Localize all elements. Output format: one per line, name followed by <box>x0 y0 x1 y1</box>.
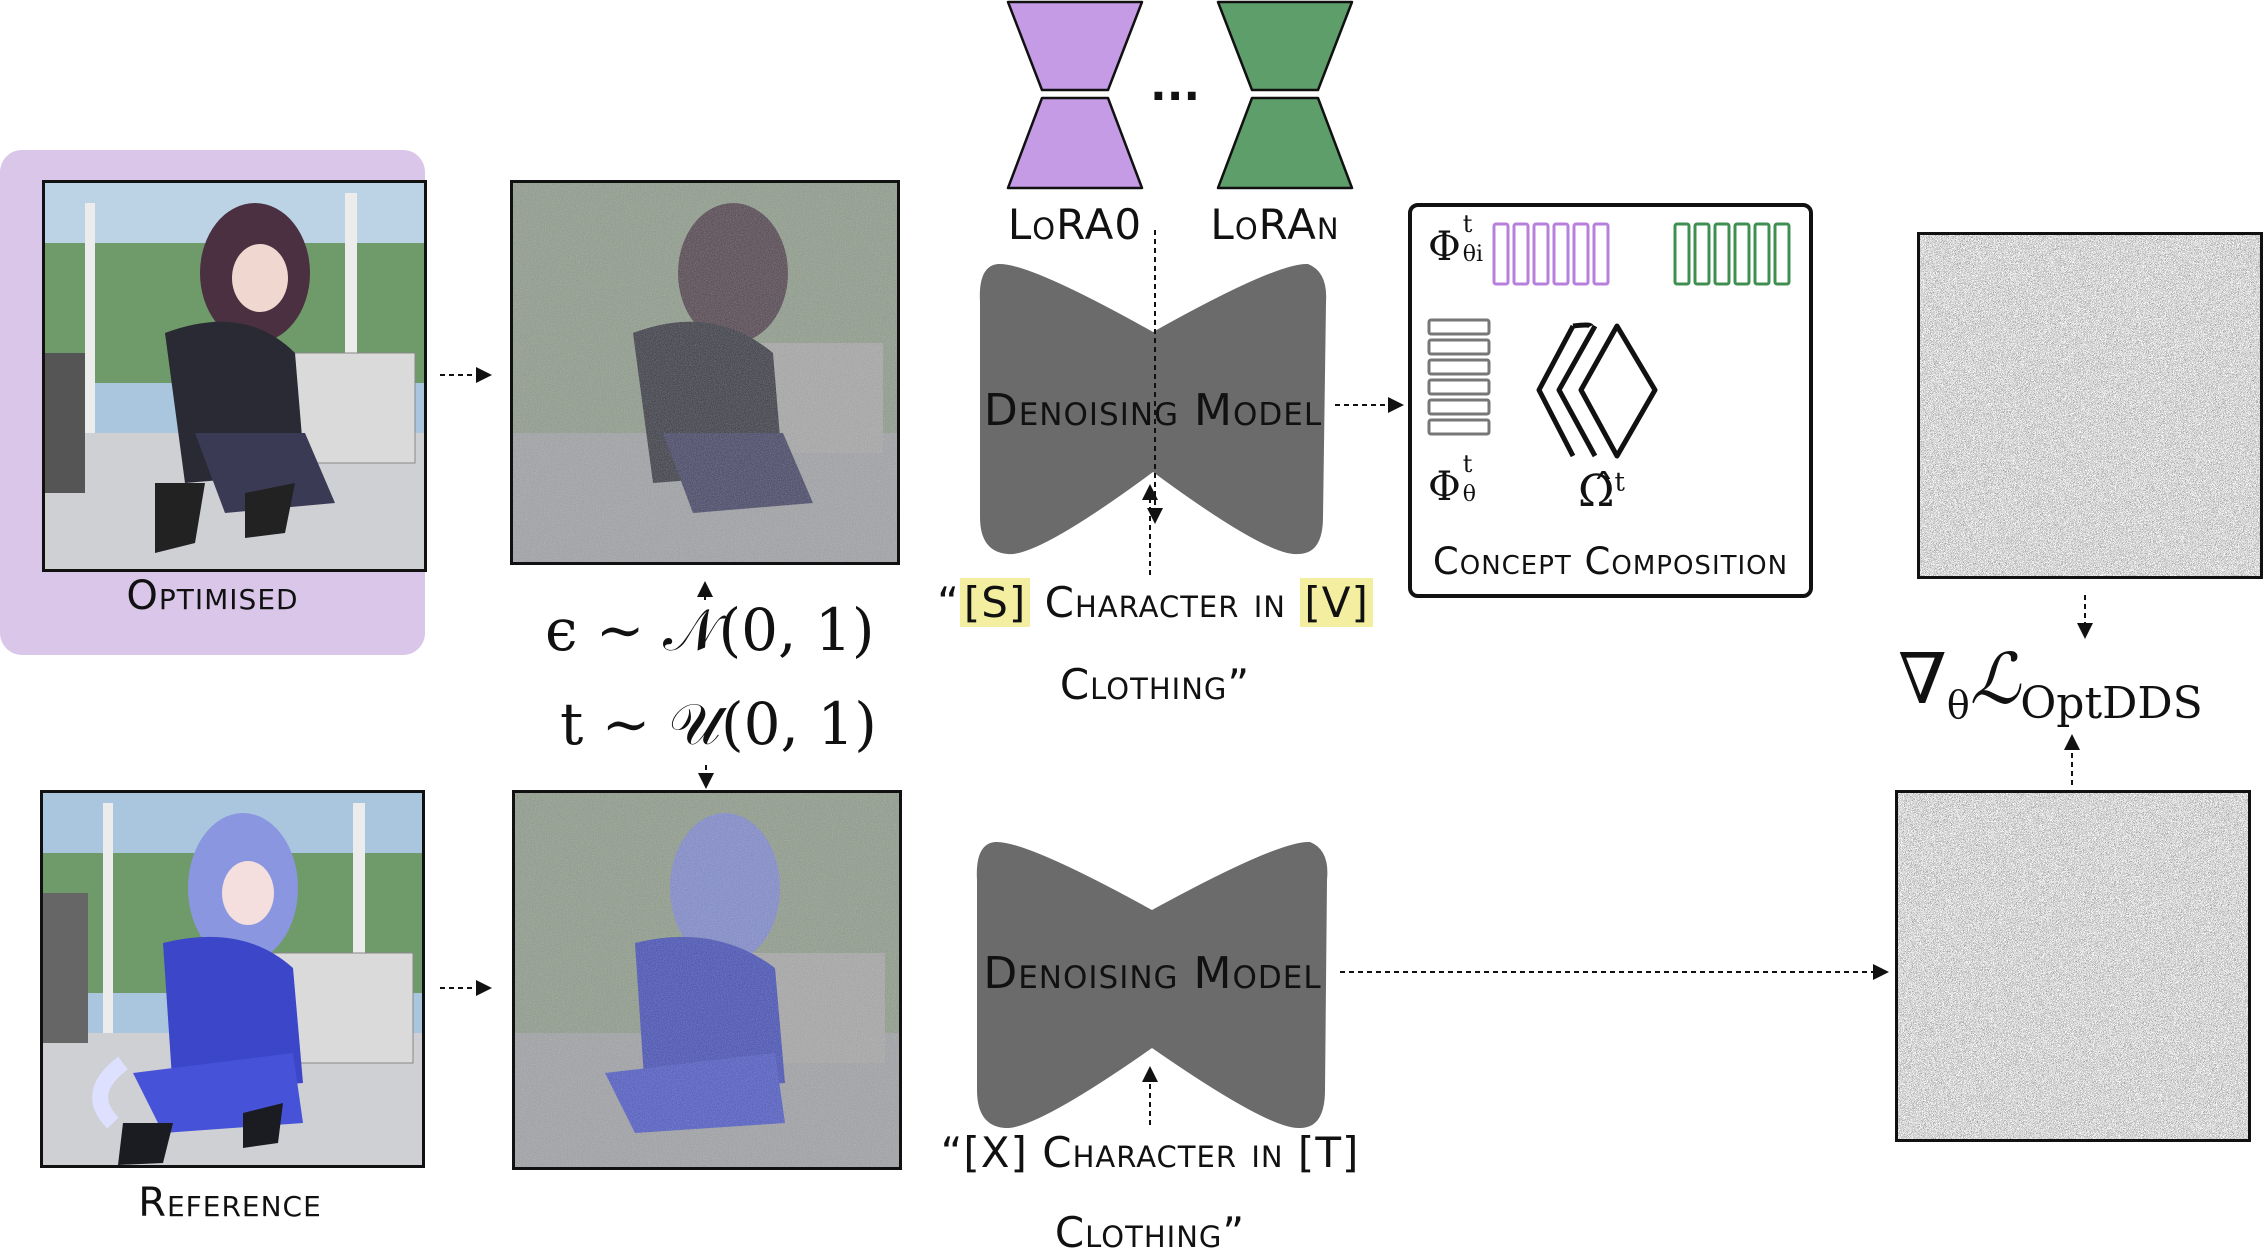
omega-sup: t <box>1614 467 1625 498</box>
loran-label: LoRAn <box>1210 200 1340 249</box>
omega-symbol: Ω̂t <box>1578 466 1625 517</box>
optimised-image <box>42 180 427 572</box>
prompt-bottom-line1: “[X] Character in [T] <box>940 1128 1360 1177</box>
phi-ti-sup: t <box>1462 210 1473 238</box>
prompt-top-line2: Clothing” <box>1059 660 1251 709</box>
lora0-label: LoRA0 <box>1007 200 1143 249</box>
reference-image <box>40 790 425 1168</box>
optimised-label: Optimised <box>126 573 299 619</box>
phi-theta-symbol: Φ t θ <box>1428 450 1487 510</box>
phi-ti-sub: θi <box>1462 242 1484 267</box>
omega-base: Ω̂ <box>1578 466 1615 517</box>
loran-weight-bars <box>1673 222 1791 286</box>
noise-equation: ϵ ∼ 𝒩(0, 1) <box>545 596 875 664</box>
denoising-model-bottom-label: Denoising Model <box>983 948 1322 999</box>
base-weight-bars <box>1427 318 1491 436</box>
phi-ti-base: Φ <box>1428 224 1461 270</box>
prompt-mid-text: Character in <box>1030 578 1301 627</box>
denoising-model-top-shape <box>979 263 1327 555</box>
loran-icon <box>1216 0 1354 190</box>
loss-subscript: OptDDS <box>2020 678 2203 729</box>
prompt-s-token: [S] <box>959 578 1031 627</box>
prompt-top-line1: “[S] Character in [V] <box>920 578 1390 627</box>
noise-prediction-bottom <box>1895 790 2251 1142</box>
nabla-symbol: ∇ <box>1898 638 1947 720</box>
noised-reference-image <box>512 790 902 1170</box>
phi-t-sup: t <box>1462 450 1473 478</box>
noise-prediction-top <box>1917 232 2263 579</box>
loss-theta-sub: θ <box>1946 683 1970 727</box>
denoising-model-top-label: Denoising Model <box>983 385 1323 436</box>
lora0-icon <box>1006 0 1144 190</box>
lora-ellipsis: ... <box>1150 60 1201 111</box>
reference-label: Reference <box>138 1180 322 1226</box>
phi-theta-i-symbol: Φ t θi <box>1428 210 1491 270</box>
concept-composition-title: Concept Composition <box>1432 540 1789 583</box>
denoising-model-bottom-shape <box>976 841 1328 1129</box>
lora0-weight-bars <box>1492 222 1610 286</box>
time-equation: t ∼ 𝒰(0, 1) <box>560 690 877 758</box>
loss-L-symbol: ℒ <box>1969 638 2021 720</box>
loss-gradient: ∇θℒOptDDS <box>1898 638 2203 729</box>
phi-t-sub: θ <box>1462 482 1477 507</box>
prompt-v-token: [V] <box>1300 578 1373 627</box>
phi-t-base: Φ <box>1428 464 1461 510</box>
noised-optimised-image <box>510 180 900 565</box>
prompt-open-quote: “ <box>937 578 960 627</box>
composition-chevrons-icon <box>1536 322 1658 459</box>
